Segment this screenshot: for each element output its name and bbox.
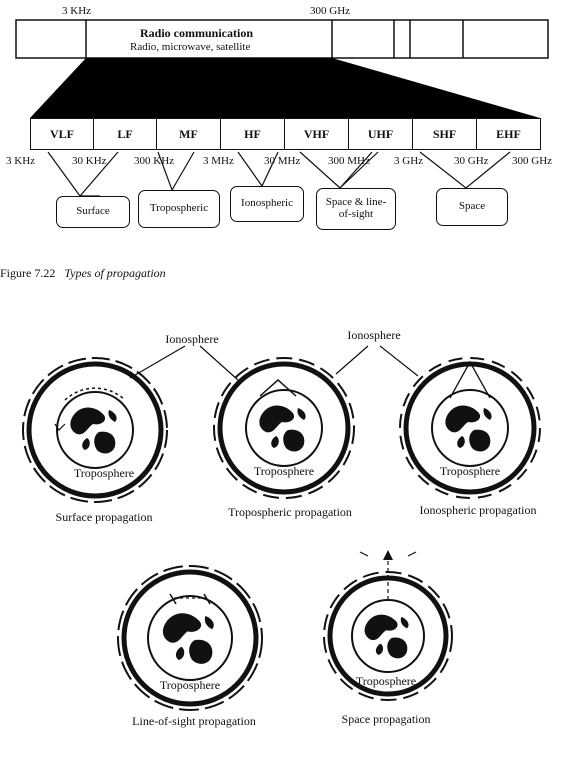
freq-label: 300 MHz: [328, 155, 370, 167]
freq-label: 3 MHz: [203, 155, 234, 167]
freq-label: 30 MHz: [264, 155, 301, 167]
figure-caption: Figure 7.22 Types of propagation: [0, 266, 166, 281]
freq-label: 3 GHz: [394, 155, 424, 167]
ptype-surface: Surface: [56, 196, 130, 228]
globe-caption: Surface propagation: [55, 510, 153, 524]
globe-line-of-sight: [117, 565, 263, 711]
left-freq-label: 3 KHz: [62, 5, 92, 17]
globe-tropospheric: [213, 357, 355, 499]
spectrum-title: Radio communication: [140, 26, 254, 40]
spectrum-subtitle: Radio, microwave, satellite: [130, 41, 251, 53]
right-freq-label: 300 GHz: [310, 5, 351, 17]
figure-title: Types of propagation: [64, 266, 166, 280]
troposphere-label: Troposphere: [439, 464, 501, 478]
freq-label: 300 KHz: [134, 155, 175, 167]
globe-space: [323, 550, 453, 701]
globe-caption: Space propagation: [341, 712, 431, 726]
ptype-space: Space: [436, 188, 508, 226]
globe-surface: [22, 357, 168, 503]
troposphere-label: Troposphere: [253, 464, 315, 478]
globe-caption: Line-of-sight propagation: [132, 714, 256, 728]
ionosphere-label: Ionosphere: [165, 332, 219, 346]
spectrum-bar: [15, 19, 549, 59]
expansion-wedge: [30, 58, 540, 118]
globe-caption: Ionospheric propagation: [419, 503, 537, 517]
freq-label: 30 KHz: [72, 155, 107, 167]
ptype-space-los: Space & line-of-sight: [316, 188, 396, 230]
ionosphere-label: Ionosphere: [347, 328, 401, 342]
globe-ionospheric: [399, 357, 541, 499]
ptype-tropospheric: Tropospheric: [138, 190, 220, 228]
globe-caption: Tropospheric propagation: [228, 505, 352, 519]
freq-label: 300 GHz: [512, 155, 553, 167]
ptype-ionospheric: Ionospheric: [230, 186, 304, 222]
band-ehf: EHF: [476, 118, 541, 150]
figure-number: Figure 7.22: [0, 266, 56, 280]
freq-label: 3 KHz: [6, 155, 36, 167]
freq-label: 30 GHz: [454, 155, 489, 167]
troposphere-label: Troposphere: [73, 466, 135, 480]
troposphere-label: Troposphere: [159, 678, 221, 692]
troposphere-label: Troposphere: [355, 674, 417, 688]
ionosphere-pointers: [129, 345, 419, 381]
